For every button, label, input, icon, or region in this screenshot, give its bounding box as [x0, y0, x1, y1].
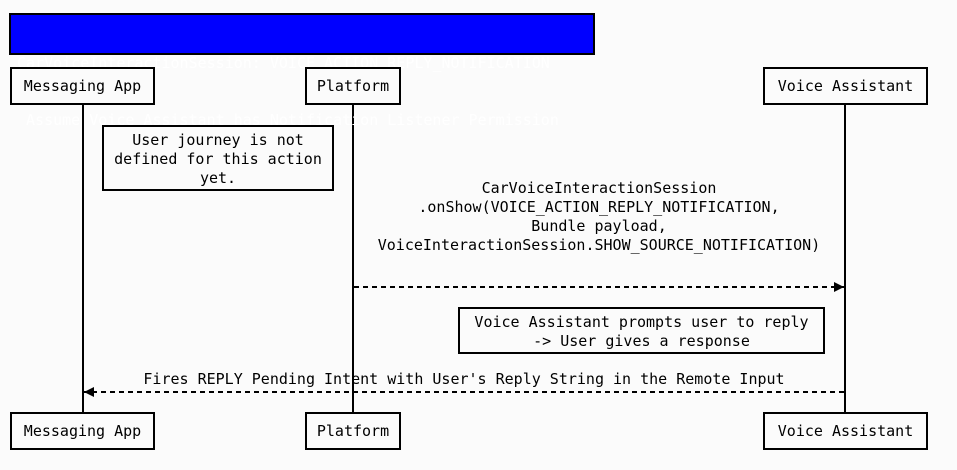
participant-platform-bottom: Platform	[305, 412, 401, 450]
participant-messaging-app-top: Messaging App	[10, 67, 155, 105]
message-on-show-label: CarVoiceInteractionSession .onShow(VOICE…	[377, 179, 821, 254]
message-fires-reply-label: Fires REPLY Pending Intent with User's R…	[143, 370, 785, 388]
note-user-journey: User journey is not defined for this act…	[102, 125, 334, 191]
participant-voice-assistant-bottom: Voice Assistant	[763, 412, 928, 450]
participant-platform-top: Platform	[305, 67, 401, 105]
note-voice-assistant-prompt: Voice Assistant prompts user to reply ->…	[458, 307, 825, 354]
title-line-2: Assume Voice Assistant has Notification …	[17, 111, 559, 129]
participant-messaging-app-bottom: Messaging App	[10, 412, 155, 450]
diagram-title: CarVoiceInteractionSession: VOICE_ACTION…	[9, 13, 595, 129]
participant-voice-assistant-top: Voice Assistant	[763, 67, 928, 105]
